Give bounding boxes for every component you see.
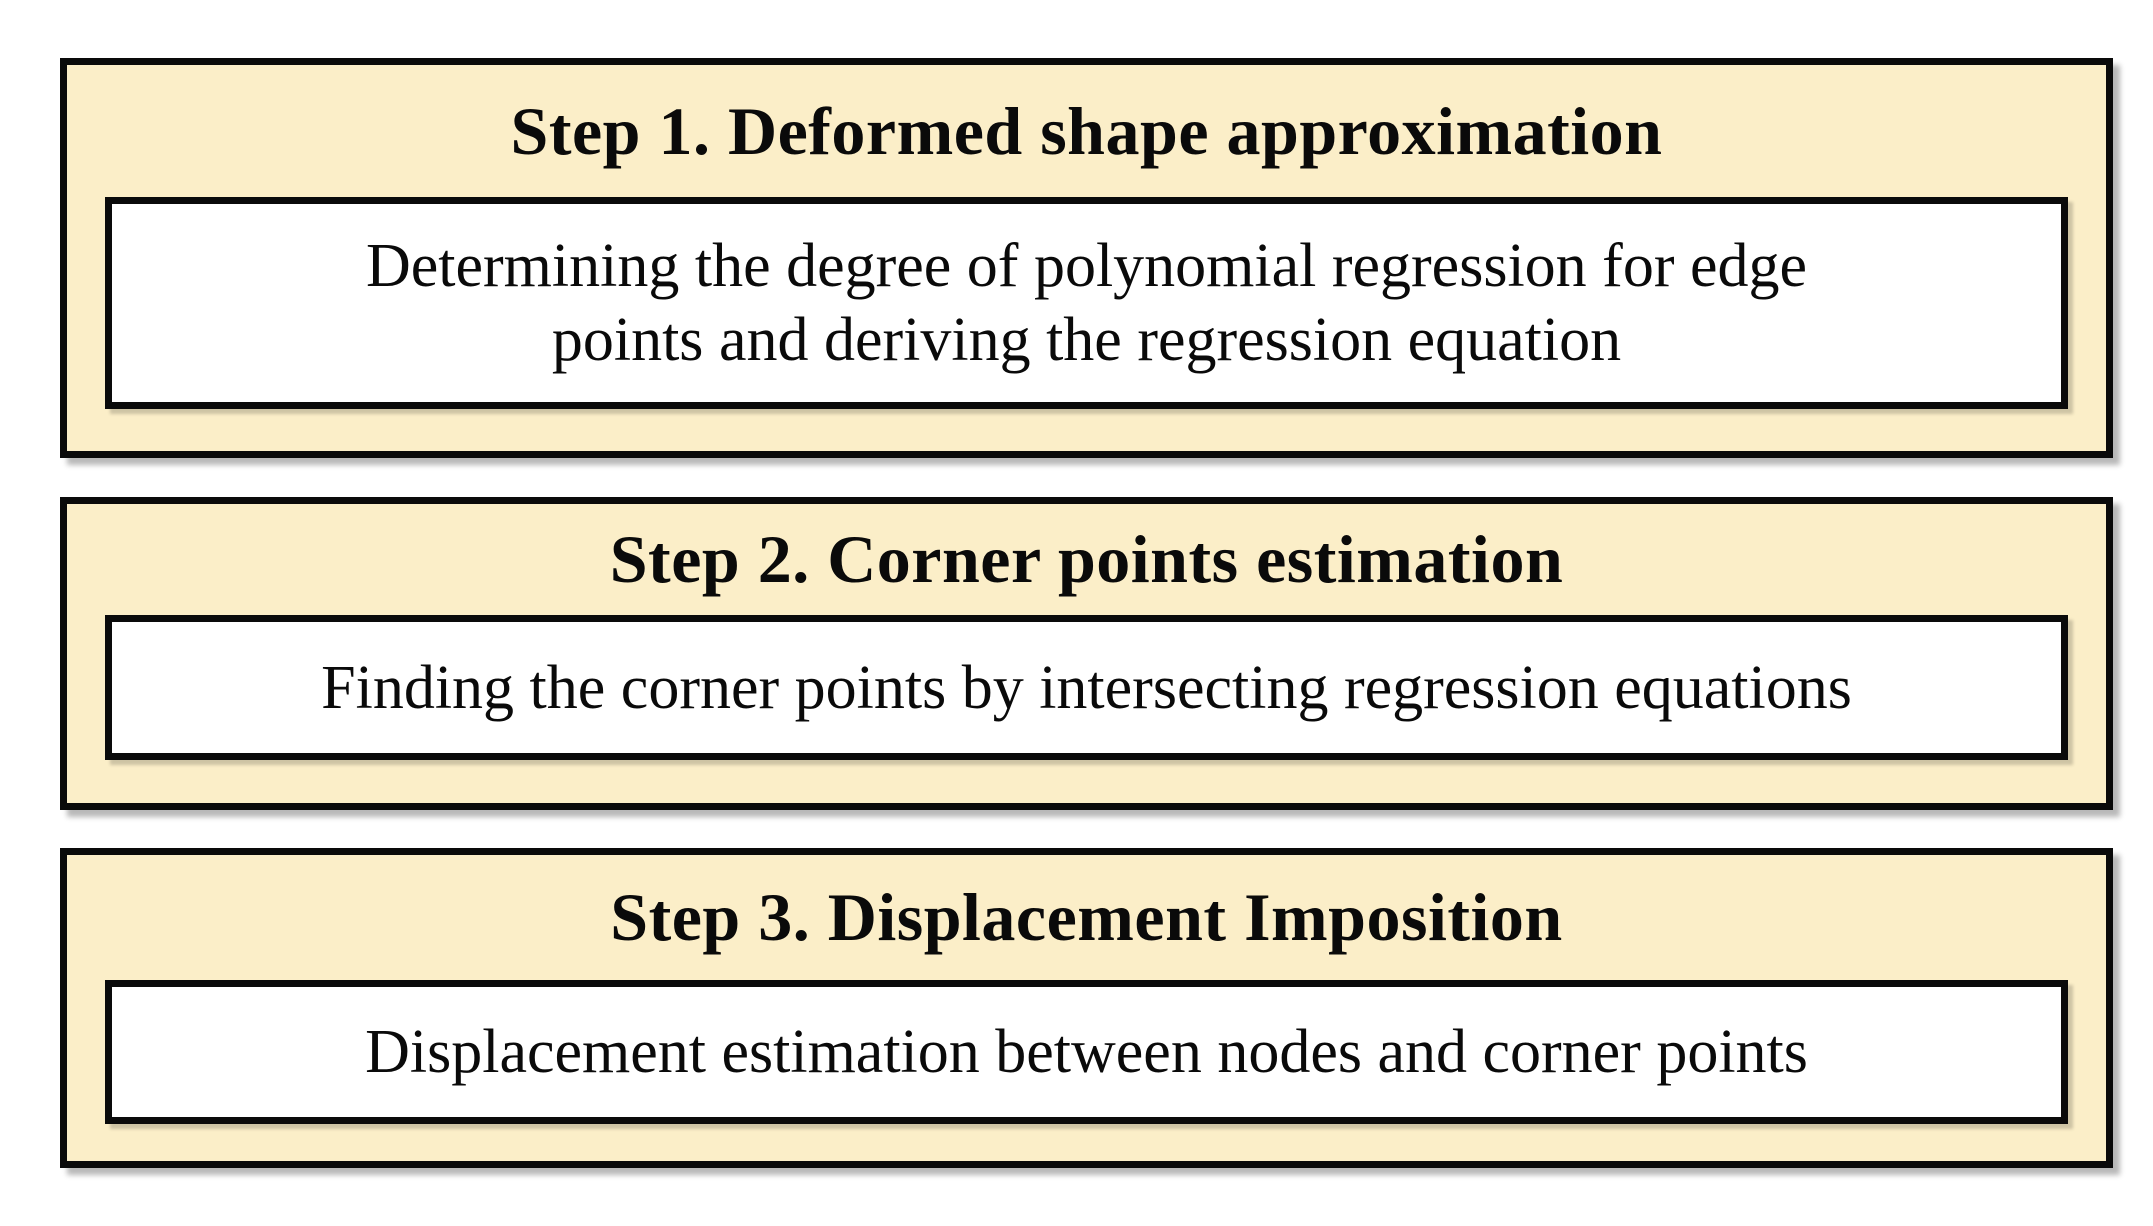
step-2-description-box: Finding the corner points by intersectin… xyxy=(105,615,2068,760)
step-1-description-box: Determining the degree of polynomial reg… xyxy=(105,197,2068,409)
step-3-description-box: Displacement estimation between nodes an… xyxy=(105,980,2068,1124)
step-3-title: Step 3. Displacement Imposition xyxy=(610,879,1563,955)
step-2-box: Step 2. Corner points estimation Finding… xyxy=(60,497,2113,810)
step-1-box: Step 1. Deformed shape approximation Det… xyxy=(60,58,2113,458)
step-3-box: Step 3. Displacement Imposition Displace… xyxy=(60,848,2113,1168)
step-1-description: Determining the degree of polynomial reg… xyxy=(365,232,1807,374)
step-1-title: Step 1. Deformed shape approximation xyxy=(510,92,1663,169)
step-3-description: Displacement estimation between nodes an… xyxy=(365,1018,1808,1086)
step-2-description: Finding the corner points by intersectin… xyxy=(321,653,1852,722)
step-2-title: Step 2. Corner points estimation xyxy=(609,521,1564,597)
